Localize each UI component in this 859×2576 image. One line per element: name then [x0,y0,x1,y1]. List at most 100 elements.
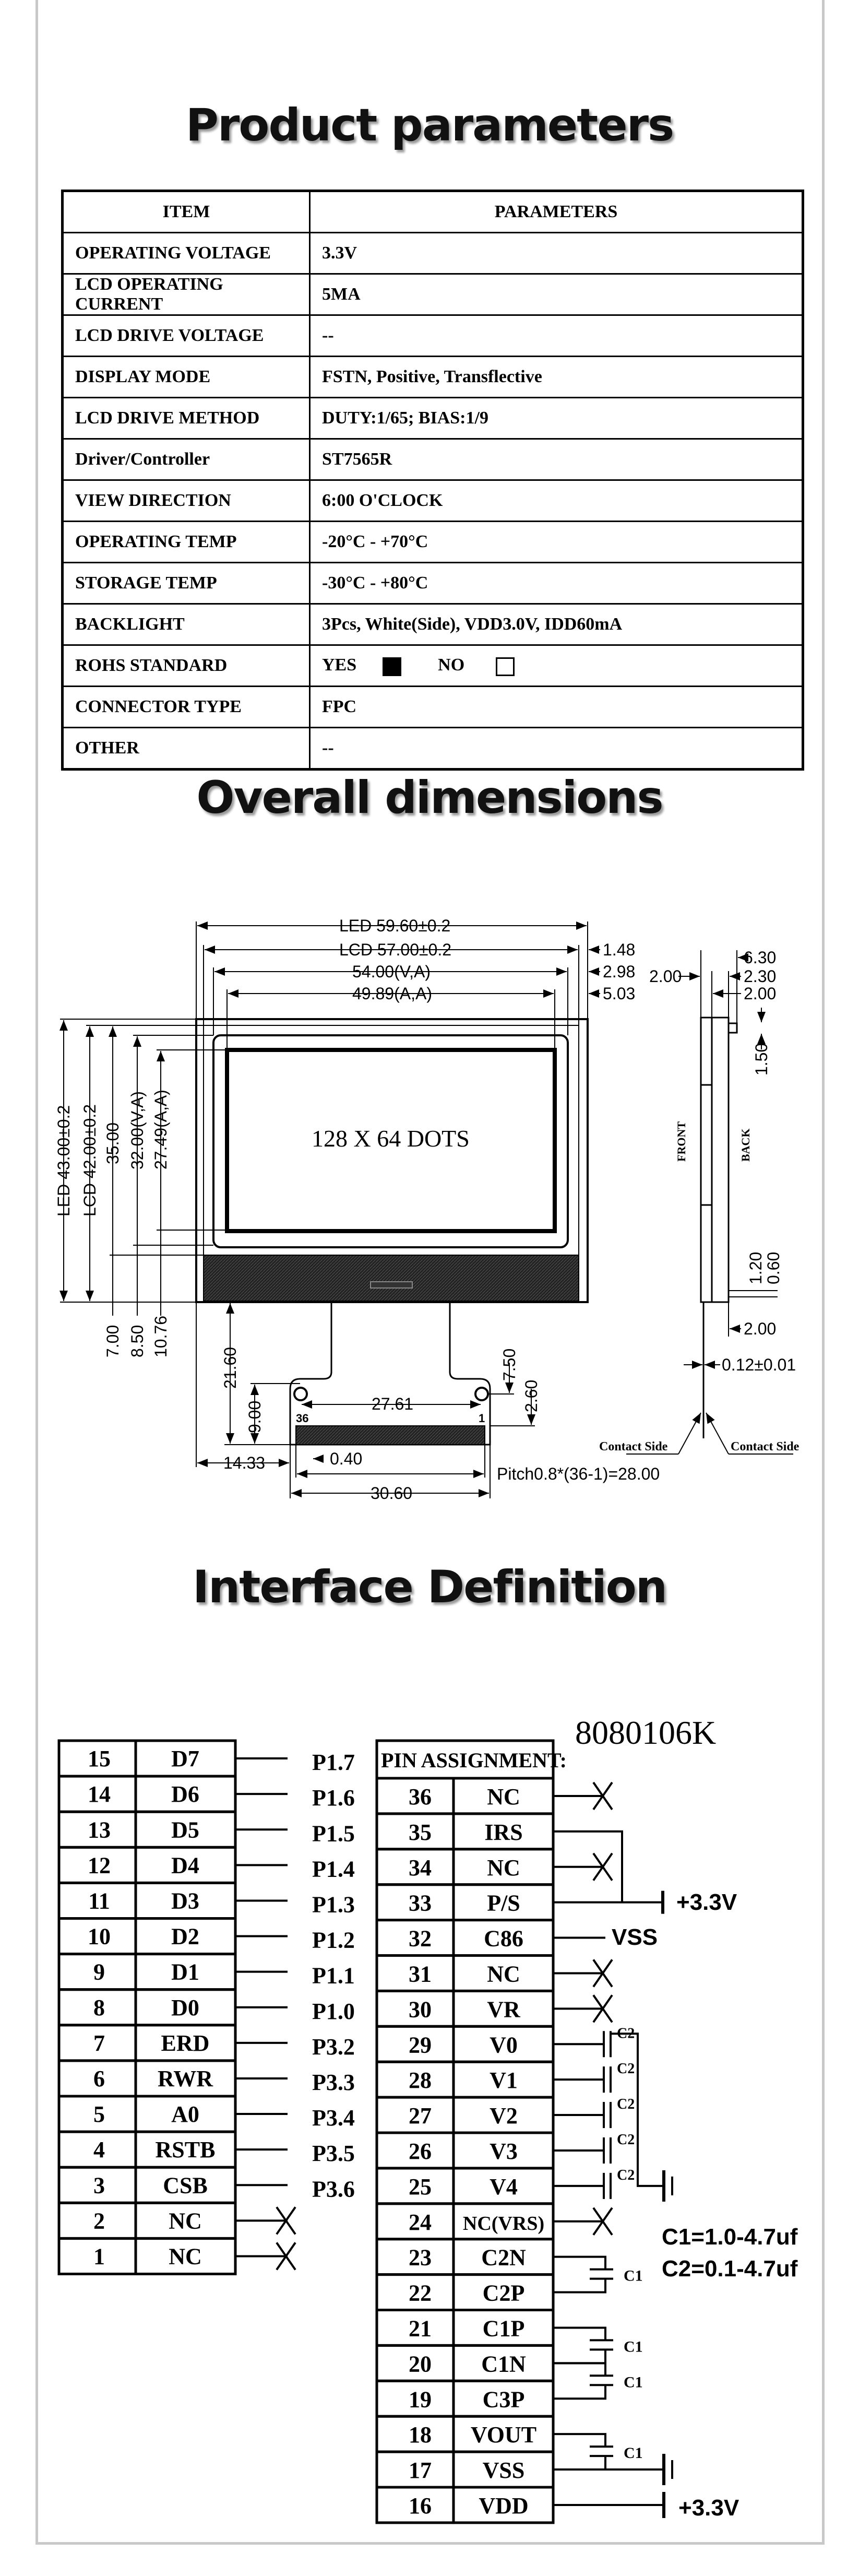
no-connect-x-icon [592,1994,613,2023]
param-item: Driver/Controller [62,438,311,481]
mcu-port-label: P1.2 [312,1928,355,1953]
no-connect-x-icon [276,2206,296,2235]
pin-name: NC [487,1784,520,1810]
led-height-label: LED 43.00±0.2 [54,1105,73,1216]
no-connect-x-icon [592,1959,613,1988]
pin-number: 7 [93,2030,105,2056]
product-parameters-title: Product parameters [185,99,674,151]
no-connect-x-icon [592,2207,613,2236]
pin-number: 2 [93,2208,105,2234]
pin-name: D1 [171,1959,199,1985]
pin-36-label: 36 [296,1412,308,1425]
c2-label: C2 [617,2167,635,2183]
pin-assignment-header-label: PIN ASSIGNMENT: [381,1748,567,1772]
param-value: -30°C - +80°C [309,562,804,605]
side-dim-label: 1.20 [746,1252,765,1284]
c2-label: C2 [617,2061,635,2077]
fpc-dim-label: 9.00 [245,1401,264,1433]
active-area [225,1048,557,1233]
c2-note: C2=0.1-4.7uf [662,2256,798,2282]
dimension-drawing: LED 59.60±0.2 LCD 57.00±0.2 54.00(V,A) 4… [54,916,800,1503]
param-item: ROHS STANDARD [62,644,311,687]
fpc-dim-label: 27.61 [372,1395,413,1413]
pin-number: 13 [88,1817,111,1842]
side-dim-label: 0.12±0.01 [722,1355,796,1374]
fpc-contacts [295,1425,485,1445]
back-label: BACK [739,1128,752,1162]
no-connect-x-icon [592,1781,613,1811]
pin-number: 3 [93,2172,105,2198]
side-dim-label: 6.30 [744,948,776,967]
param-item: OPERATING TEMP [62,521,311,563]
param-value: 6:00 O'CLOCK [309,479,804,522]
pin-number: 33 [409,1890,432,1916]
header-parameters: PARAMETERS [309,190,804,233]
param-item: OPERATING VOLTAGE [62,232,311,275]
pin-number: 27 [409,2103,432,2129]
param-value: 5MA [309,273,804,316]
param-item: STORAGE TEMP [62,562,311,605]
mcu-port-label: P3.6 [312,2176,355,2202]
param-item: OTHER [62,727,311,770]
front-label: FRONT [675,1121,688,1162]
pin-number: 31 [409,1961,432,1987]
pin-number: 12 [88,1852,111,1878]
pin-name: NC [169,2208,202,2234]
no-connect-x-icon [276,2242,296,2271]
fpc-dim-label: 30.60 [371,1484,412,1503]
param-item: LCD DRIVE METHOD [62,397,311,440]
pitch-label: Pitch0.8*(36-1)=28.00 [497,1464,660,1483]
capacitor-icon [553,2433,613,2471]
pin-name: RWR [158,2066,213,2091]
vss-label: VSS [612,1924,658,1950]
mcu-port-label: P3.4 [312,2105,355,2131]
capacitor-icon [553,2362,613,2400]
pin-number: 16 [409,2493,432,2519]
fpc-tail [289,1302,491,1446]
bottom-offset-label: 8.50 [128,1325,147,1357]
pin-name: V3 [490,2138,518,2164]
pin-number: 25 [409,2174,432,2200]
pin-name: A0 [171,2101,199,2127]
pin-name: D4 [171,1852,199,1878]
bottom-border [35,2542,825,2545]
pin-name: V4 [490,2174,518,2200]
header-item: ITEM [62,190,311,233]
pin-number: 5 [93,2101,105,2127]
param-item: BACKLIGHT [62,603,311,646]
pin-number: 24 [409,2209,432,2235]
left-border [35,0,38,2545]
pin-name: VR [487,1996,521,2022]
driver-strip [203,1255,579,1302]
param-value: 3.3V [309,232,804,275]
side-back-plate [711,1017,730,1303]
pin-number: 19 [409,2386,432,2412]
side-dim-label: 2.30 [744,967,776,986]
pin-name: V2 [490,2103,518,2129]
c2-label: C2 [617,2132,635,2148]
param-value: FSTN, Positive, Transflective [309,356,804,398]
pin-number: 36 [409,1784,432,1810]
param-item: VIEW DIRECTION [62,479,311,522]
mcu-port-label: P1.6 [312,1785,355,1811]
offset-label: 2.98 [603,962,635,981]
param-value: DUTY:1/65; BIAS:1/9 [309,397,804,440]
mcu-port-label: P1.7 [312,1750,355,1775]
mcu-port-label: P3.5 [312,2141,355,2166]
rohs-yes-label: YES [322,655,357,675]
pin-name: D3 [171,1888,199,1913]
pin-number: 21 [409,2315,432,2341]
contact-side-label: Contact Side [599,1440,668,1454]
pin-number: 28 [409,2067,432,2093]
mcu-port-label: P1.3 [312,1892,355,1917]
bottom-offset-label: 7.00 [103,1325,122,1357]
param-item: LCD DRIVE VOLTAGE [62,314,311,357]
fpc-dim-label: 14.33 [223,1454,265,1472]
